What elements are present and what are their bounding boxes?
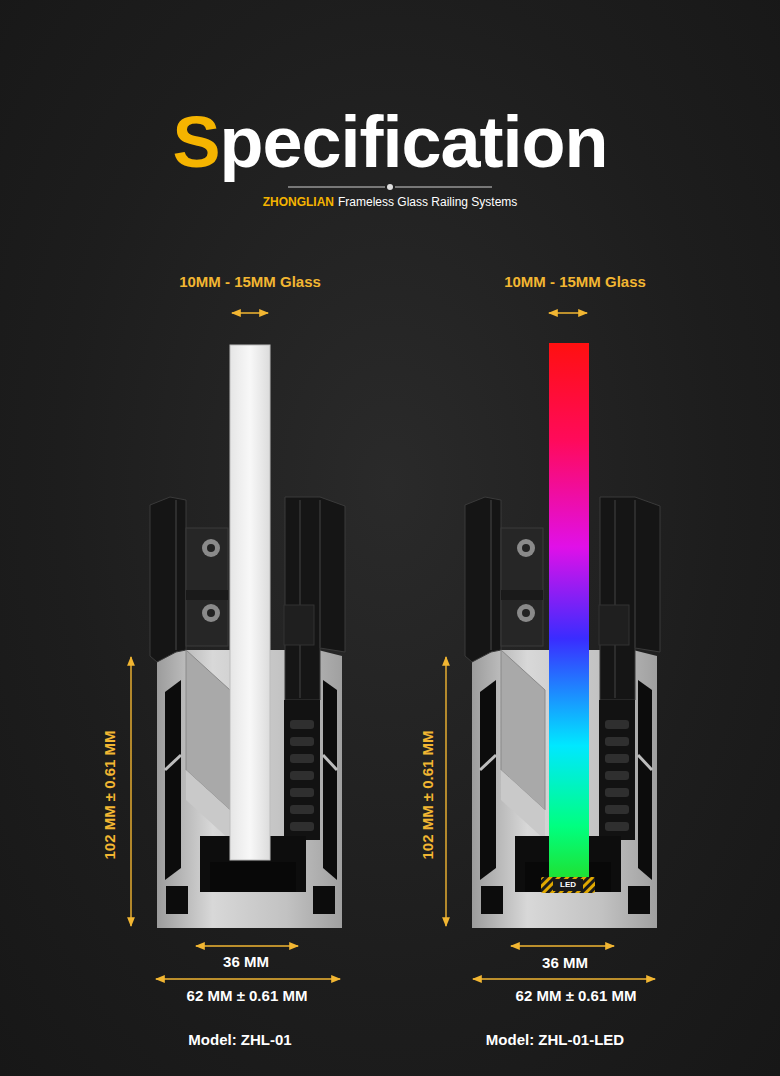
inner-width: 36 MM (542, 954, 588, 971)
product-line: Frameless Glass Railing Systems (338, 195, 517, 209)
model-name: Model: ZHL-01 (188, 1031, 291, 1048)
glass-thickness: 10MM - 15MM Glass (179, 273, 321, 290)
subtitle-row: ZHONGLIAN Frameless Glass Railing Systems (0, 195, 780, 209)
glass-thickness: 10MM - 15MM Glass (504, 273, 646, 290)
inner-width: 36 MM (223, 953, 269, 970)
brand-name: ZHONGLIAN (263, 195, 334, 209)
height-dimension: 102 MM ± 0.61 MM (419, 730, 436, 859)
model-name: Model: ZHL-01-LED (486, 1031, 624, 1048)
height-dimension: 102 MM ± 0.61 MM (101, 730, 118, 859)
outer-width: 62 MM ± 0.61 MM (516, 987, 637, 1004)
outer-width: 62 MM ± 0.61 MM (187, 987, 308, 1004)
led-badge: LED (560, 880, 576, 889)
page-title: Specification (172, 101, 607, 184)
